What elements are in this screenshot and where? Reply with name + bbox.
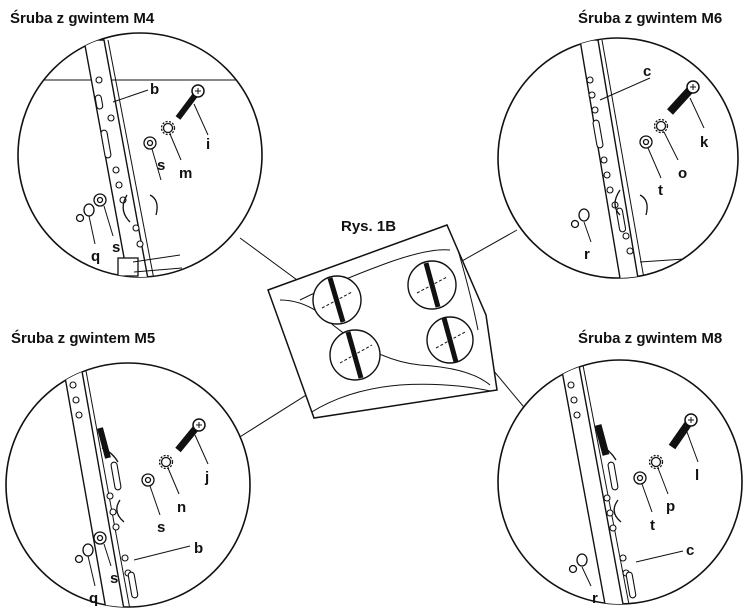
label-washer-m8: t (650, 517, 655, 534)
zoom-circle-m4 (312, 275, 362, 325)
label-washer-upper-m5: s (157, 519, 165, 536)
spacer-m8 (576, 553, 588, 567)
label-lock-washer-m4: m (179, 165, 192, 182)
spacer-m6 (578, 208, 590, 222)
label-spacer-m8: r (592, 590, 598, 607)
label-lock-washer-m6: o (678, 165, 687, 182)
label-washer-lower-m4: s (112, 239, 120, 256)
lock-washer-m5 (160, 456, 172, 468)
panel-title-m5: Śruba z gwintem M5 (11, 329, 155, 347)
zoom-circle-m5 (329, 329, 381, 381)
washer-m6 (639, 135, 653, 149)
figure-title: Rys. 1B (341, 218, 396, 235)
label-screw-m5: j (204, 469, 209, 486)
panel-m5: j n s s q b (5, 362, 251, 608)
washer-upper-m5 (141, 473, 155, 487)
label-bracket-m8: c (686, 542, 694, 559)
label-washer-lower-m5: s (110, 570, 118, 587)
label-screw-m4: i (206, 136, 210, 153)
panel-m8: l p t c r (497, 359, 743, 607)
label-bracket-m6: c (643, 63, 651, 80)
label-lock-washer-m5: n (177, 499, 186, 516)
label-spacer-m4: q (91, 248, 100, 265)
label-washer-m6: t (658, 182, 663, 199)
label-washer-upper-m4: s (157, 157, 165, 174)
zoom-circle-m6 (407, 260, 457, 310)
washer-lower-m5 (93, 531, 107, 545)
lock-washer-m6 (655, 120, 667, 132)
tv-back-overview (267, 224, 498, 419)
zoom-circle-m8 (426, 316, 474, 364)
label-bracket-m4: b (150, 81, 159, 98)
screw-m6 (667, 80, 700, 115)
washer-lower-m4 (93, 193, 107, 207)
lock-washer-m4 (162, 122, 174, 134)
lock-washer-m8 (650, 456, 662, 468)
panel-m4: b i m s s q (17, 32, 263, 278)
panel-title-m6: Śruba z gwintem M6 (578, 9, 722, 27)
label-screw-m8: l (695, 467, 699, 484)
label-screw-m6: k (700, 134, 709, 151)
spacer-m5 (82, 543, 94, 557)
panel-title-m8: Śruba z gwintem M8 (578, 329, 722, 347)
washer-upper-m4 (143, 136, 157, 150)
label-lock-washer-m8: p (666, 498, 675, 515)
screw-m4 (175, 84, 205, 120)
label-spacer-m6: r (584, 246, 590, 263)
label-bracket-m5: b (194, 540, 203, 557)
screw-m8 (668, 413, 698, 450)
screw-m5 (175, 418, 206, 453)
washer-m8 (633, 471, 647, 485)
panel-m6: c k o t r (497, 37, 739, 279)
label-spacer-m5: q (89, 590, 98, 607)
panel-title-m4: Śruba z gwintem M4 (10, 9, 155, 27)
spacer-m4 (83, 203, 95, 217)
